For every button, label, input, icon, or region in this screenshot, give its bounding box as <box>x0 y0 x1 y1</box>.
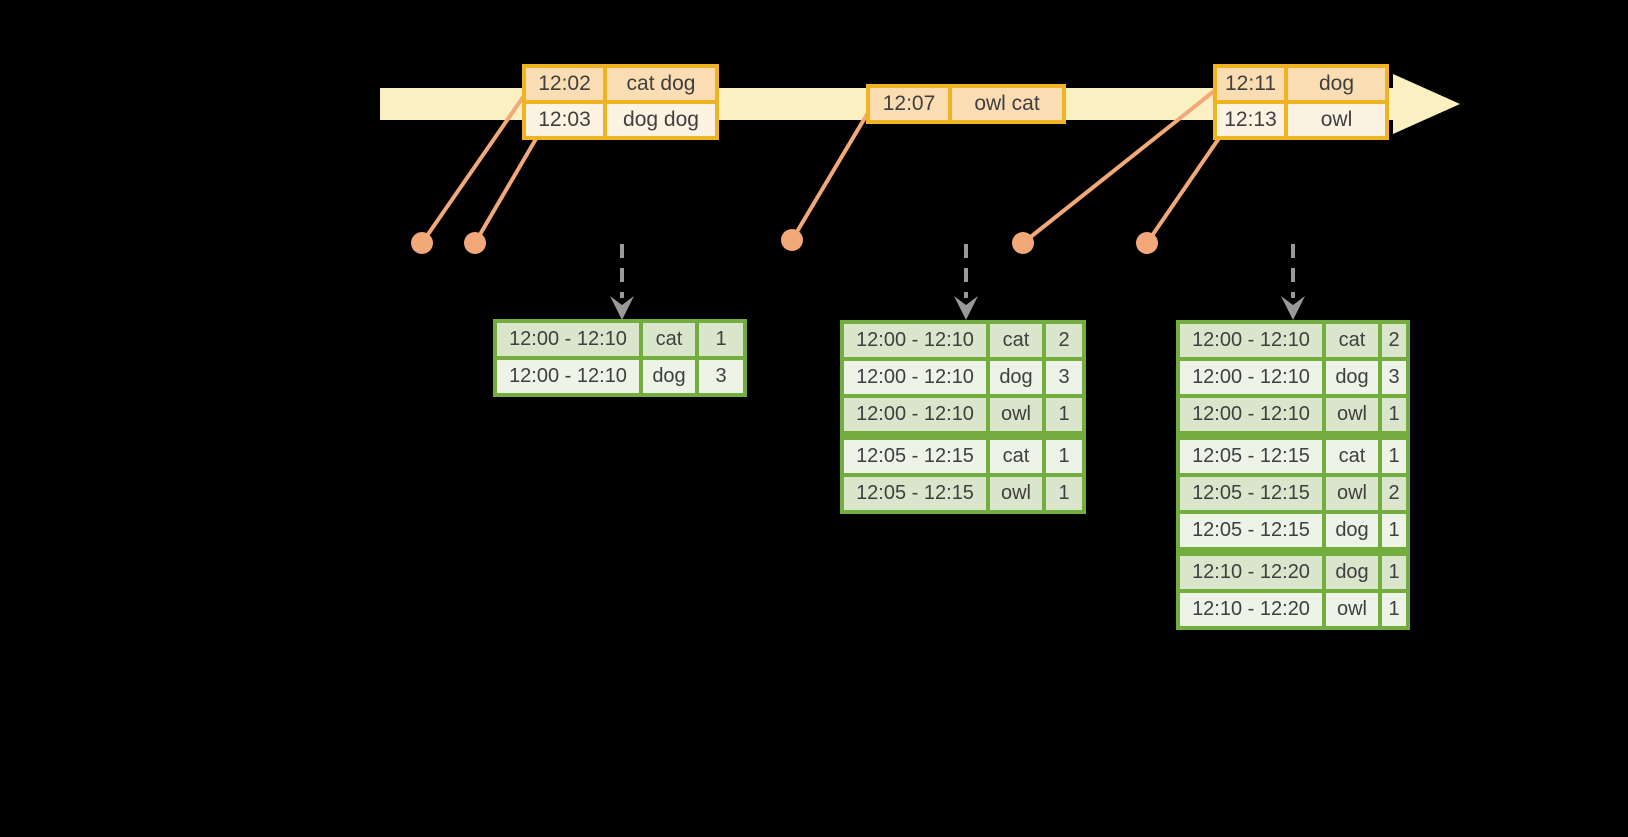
result-row: 12:05 - 12:15 cat 1 <box>840 431 1086 477</box>
count-cell: 1 <box>1042 473 1086 514</box>
count-cell: 1 <box>1378 547 1410 593</box>
word-cell: dog <box>1322 547 1382 593</box>
event-time-cell: 12:13 <box>1213 100 1288 140</box>
count-cell: 3 <box>1042 357 1086 398</box>
event-table-2: 12:07 owl cat <box>866 84 1066 124</box>
window-cell: 12:05 - 12:15 <box>1176 431 1326 477</box>
event-table-1: 12:02 cat dog 12:03 dog dog <box>522 64 719 140</box>
event-dots <box>411 229 1158 254</box>
event-dot-icon <box>1012 232 1034 254</box>
count-cell: 1 <box>1378 510 1410 554</box>
count-cell: 1 <box>1378 589 1410 630</box>
event-row: 12:03 dog dog <box>522 100 719 140</box>
word-cell: owl <box>986 473 1046 514</box>
result-row: 12:10 - 12:20 dog 1 <box>1176 547 1410 593</box>
event-words-cell: dog dog <box>603 100 719 140</box>
event-row: 12:07 owl cat <box>866 84 1066 124</box>
window-cell: 12:10 - 12:20 <box>1176 547 1326 593</box>
word-cell: dog <box>639 356 699 397</box>
window-cell: 12:00 - 12:10 <box>493 356 643 397</box>
event-connector-line <box>420 88 530 245</box>
window-cell: 12:10 - 12:20 <box>1176 589 1326 630</box>
trigger-arrowhead-icon <box>1281 296 1305 320</box>
count-cell: 1 <box>695 319 747 360</box>
window-cell: 12:05 - 12:15 <box>1176 473 1326 514</box>
result-table-1: 12:00 - 12:10 cat 1 12:00 - 12:10 dog 3 <box>493 319 747 397</box>
window-cell: 12:00 - 12:10 <box>840 394 990 438</box>
result-row: 12:00 - 12:10 owl 1 <box>1176 394 1410 438</box>
word-cell: owl <box>1322 589 1382 630</box>
result-row: 12:00 - 12:10 dog 3 <box>1176 357 1410 398</box>
word-cell: owl <box>1322 394 1382 438</box>
event-connector-line <box>1021 86 1220 245</box>
result-row: 12:00 - 12:10 dog 3 <box>840 357 1086 398</box>
event-connector-line <box>1145 126 1228 245</box>
event-dot-icon <box>464 232 486 254</box>
trigger-arrows <box>610 244 1305 320</box>
count-cell: 1 <box>1042 394 1086 438</box>
trigger-arrowhead-icon <box>954 296 978 320</box>
event-connectors <box>420 86 1228 245</box>
window-cell: 12:05 - 12:15 <box>840 431 990 477</box>
result-row: 12:05 - 12:15 owl 1 <box>840 473 1086 514</box>
result-row: 12:00 - 12:10 cat 2 <box>840 320 1086 361</box>
result-row: 12:10 - 12:20 owl 1 <box>1176 589 1410 630</box>
result-row: 12:00 - 12:10 cat 2 <box>1176 320 1410 361</box>
event-connector-line <box>790 104 874 242</box>
event-dot-icon <box>411 232 433 254</box>
event-table-3: 12:11 dog 12:13 owl <box>1213 64 1389 140</box>
count-cell: 1 <box>1042 431 1086 477</box>
result-row: 12:05 - 12:15 dog 1 <box>1176 510 1410 554</box>
word-cell: owl <box>986 394 1046 438</box>
word-cell: cat <box>1322 431 1382 477</box>
event-row: 12:13 owl <box>1213 100 1389 140</box>
event-words-cell: dog <box>1284 64 1389 104</box>
count-cell: 3 <box>695 356 747 397</box>
trigger-arrowhead-icon <box>610 296 634 320</box>
window-cell: 12:05 - 12:15 <box>1176 510 1326 554</box>
window-cell: 12:00 - 12:10 <box>840 357 990 398</box>
event-words-cell: owl <box>1284 100 1389 140</box>
count-cell: 2 <box>1378 320 1410 361</box>
result-table-2: 12:00 - 12:10 cat 2 12:00 - 12:10 dog 3 … <box>840 320 1086 514</box>
event-dot-icon <box>1136 232 1158 254</box>
window-cell: 12:00 - 12:10 <box>840 320 990 361</box>
event-dot-icon <box>781 229 803 251</box>
count-cell: 1 <box>1378 431 1410 477</box>
result-row: 12:05 - 12:15 owl 2 <box>1176 473 1410 514</box>
result-row: 12:00 - 12:10 owl 1 <box>840 394 1086 438</box>
result-row: 12:00 - 12:10 cat 1 <box>493 319 747 360</box>
event-time-cell: 12:07 <box>866 84 952 124</box>
event-row: 12:11 dog <box>1213 64 1389 104</box>
window-cell: 12:00 - 12:10 <box>1176 320 1326 361</box>
window-cell: 12:05 - 12:15 <box>840 473 990 514</box>
result-row: 12:05 - 12:15 cat 1 <box>1176 431 1410 477</box>
count-cell: 2 <box>1042 320 1086 361</box>
window-cell: 12:00 - 12:10 <box>493 319 643 360</box>
count-cell: 2 <box>1378 473 1410 514</box>
word-cell: owl <box>1322 473 1382 514</box>
word-cell: cat <box>1322 320 1382 361</box>
event-time-cell: 12:02 <box>522 64 607 104</box>
word-cell: cat <box>986 431 1046 477</box>
word-cell: dog <box>1322 357 1382 398</box>
event-time-cell: 12:11 <box>1213 64 1288 104</box>
event-connector-line <box>473 130 542 245</box>
event-words-cell: owl cat <box>948 84 1066 124</box>
word-cell: dog <box>986 357 1046 398</box>
window-cell: 12:00 - 12:10 <box>1176 394 1326 438</box>
window-cell: 12:00 - 12:10 <box>1176 357 1326 398</box>
count-cell: 1 <box>1378 394 1410 438</box>
result-table-3: 12:00 - 12:10 cat 2 12:00 - 12:10 dog 3 … <box>1176 320 1410 630</box>
word-cell: dog <box>1322 510 1382 554</box>
word-cell: cat <box>639 319 699 360</box>
result-row: 12:00 - 12:10 dog 3 <box>493 356 747 397</box>
event-words-cell: cat dog <box>603 64 719 104</box>
word-cell: cat <box>986 320 1046 361</box>
count-cell: 3 <box>1378 357 1410 398</box>
event-time-cell: 12:03 <box>522 100 607 140</box>
event-row: 12:02 cat dog <box>522 64 719 104</box>
timeline-arrowhead-icon <box>1393 74 1460 134</box>
